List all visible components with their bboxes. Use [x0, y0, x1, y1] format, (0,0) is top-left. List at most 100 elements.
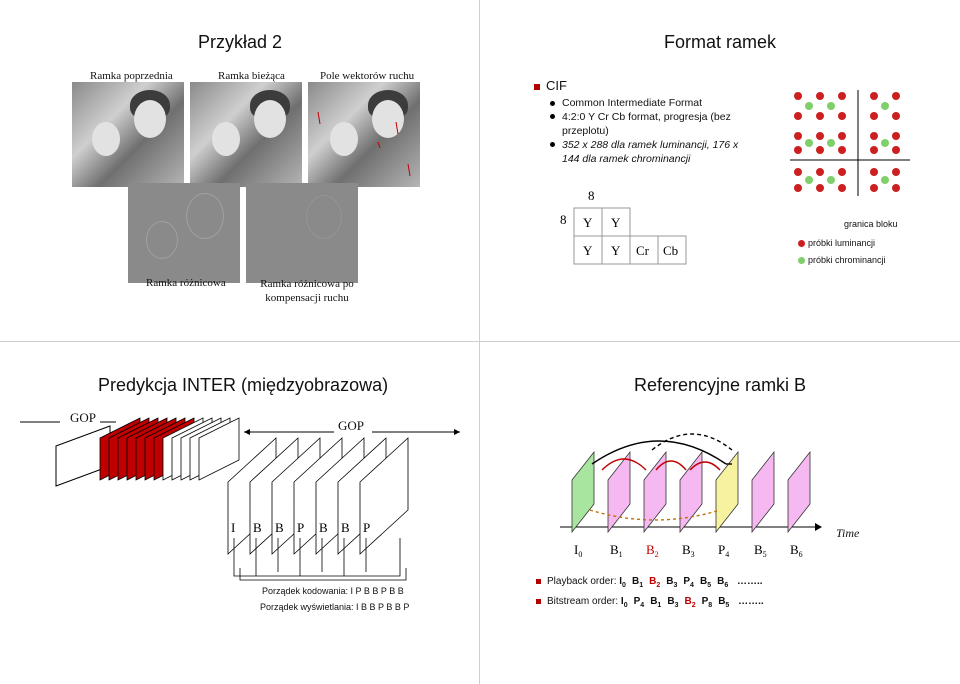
- frame-parallelogram: [643, 450, 667, 534]
- luma-sample: [870, 92, 878, 100]
- time-label: Time: [836, 526, 860, 540]
- luma-sample: [838, 168, 846, 176]
- motion-vectors: [317, 111, 411, 177]
- label-current-frame: Ramka bieżąca: [218, 70, 285, 82]
- frame-type-label: I: [231, 520, 235, 535]
- bullet-dot-icon: [550, 100, 555, 106]
- frame-type-label: B: [275, 520, 284, 535]
- cell-cb: Cb: [663, 243, 678, 258]
- cell-y: Y: [611, 215, 621, 230]
- slide-przyklad: Przykład 2 Ramka poprzednia Ramka bieżąc…: [0, 0, 479, 341]
- sample-dots: [794, 92, 900, 192]
- sequence-item: B2: [649, 576, 661, 589]
- bullet-square-icon: [534, 83, 540, 90]
- gop-frame: [198, 417, 240, 481]
- luma-sample: [870, 132, 878, 140]
- luma-sample: [816, 146, 824, 154]
- frame-parallelogram: [787, 450, 811, 534]
- previous-frame-image: [72, 82, 184, 187]
- frame-label: P4: [718, 542, 729, 559]
- luma-sample: [838, 184, 846, 192]
- luma-sample: [892, 92, 900, 100]
- frame-type-label: P: [297, 520, 304, 535]
- frame-type-label: B: [253, 520, 262, 535]
- luma-sample: [794, 112, 802, 120]
- slide1-title: Przykład 2: [198, 32, 283, 52]
- label-difference-frame: Ramka różnicowa: [146, 277, 226, 289]
- frame-parallelogram: [571, 450, 595, 534]
- frame-type-label: P: [363, 520, 370, 535]
- chroma-sample: [827, 102, 835, 110]
- frame-parallelogram: [607, 450, 631, 534]
- frame-label: B6: [790, 542, 803, 559]
- current-frame-image: [190, 82, 302, 187]
- luma-sample: [892, 112, 900, 120]
- cell-cr: Cr: [636, 243, 650, 258]
- reference-frames: [571, 450, 811, 534]
- bullet-dot-icon: [550, 142, 555, 147]
- luma-sample: [794, 92, 802, 100]
- legend-chroma: próbki chrominancji: [798, 255, 886, 265]
- gop-frame-stack-red: [55, 417, 240, 487]
- luma-sample: [794, 168, 802, 176]
- sequence-item: B6: [717, 576, 729, 589]
- luma-sample: [870, 146, 878, 154]
- luma-sample: [892, 132, 900, 140]
- luma-sample: [794, 184, 802, 192]
- slide-predykcja-inter: Predykcja INTER (międzyobrazowa) GOP GOP…: [0, 342, 479, 684]
- y-block-3: [573, 235, 603, 265]
- luma-sample: [816, 112, 824, 120]
- luma-sample: [838, 146, 846, 154]
- gop-label-right: GOP: [338, 418, 365, 433]
- cb-block: [657, 235, 687, 265]
- order-brackets: [233, 538, 407, 581]
- luma-sample: [892, 168, 900, 176]
- frame-type-label: B: [341, 520, 350, 535]
- list-item: Common Intermediate Format: [550, 96, 740, 110]
- luma-sample: [794, 146, 802, 154]
- sequence-item: I0: [619, 576, 626, 589]
- frame-label: B1: [610, 542, 623, 559]
- legend-luma: próbki luminancji: [798, 238, 875, 248]
- sequence-item: B2: [684, 596, 696, 609]
- luma-sample: [892, 184, 900, 192]
- frame-label: B5: [754, 542, 767, 559]
- sequence-item: B3: [666, 576, 678, 589]
- frame-parallelogram: [715, 450, 739, 534]
- luma-sample: [870, 168, 878, 176]
- chroma-sample: [805, 102, 813, 110]
- compensated-difference-image: [246, 183, 358, 283]
- sequence-item: B5: [699, 576, 712, 589]
- sequence-item: B1: [650, 596, 662, 609]
- luma-sample: [816, 184, 824, 192]
- list-item: 4:2:0 Y Cr Cb format, progresja (bez prz…: [550, 110, 740, 138]
- cif-bullet-list: Common Intermediate Format 4:2:0 Y Cr Cb…: [550, 96, 740, 166]
- list-item: 352 x 288 dla ramek luminancji, 176 x 14…: [550, 138, 740, 166]
- cr-block: [629, 235, 659, 265]
- reference-arrows: [589, 433, 733, 521]
- chroma-sample: [827, 176, 835, 184]
- luma-sample: [816, 168, 824, 176]
- slide2-title: Format ramek: [664, 32, 777, 52]
- frame-parallelogram: [751, 450, 775, 534]
- frame-type-label: B: [319, 520, 328, 535]
- sequence-item: I0: [620, 596, 628, 609]
- coding-order-text: Porządek kodowania: I P B B P B B: [262, 586, 404, 596]
- label-previous-frame: Ramka poprzednia: [90, 70, 173, 82]
- horizontal-divider: [0, 341, 960, 342]
- slide3-title: Predykcja INTER (międzyobrazowa): [98, 375, 389, 395]
- luma-sample: [870, 184, 878, 192]
- sequence-item: B3: [667, 596, 679, 609]
- luma-sample: [838, 92, 846, 100]
- cell-y: Y: [583, 243, 593, 258]
- sequence-item: P4: [633, 596, 645, 609]
- macroblock-diagram: 8 8 Y Y Y Y Cr Cb: [560, 188, 687, 265]
- cif-heading: CIF: [534, 78, 567, 93]
- chroma-sample: [805, 176, 813, 184]
